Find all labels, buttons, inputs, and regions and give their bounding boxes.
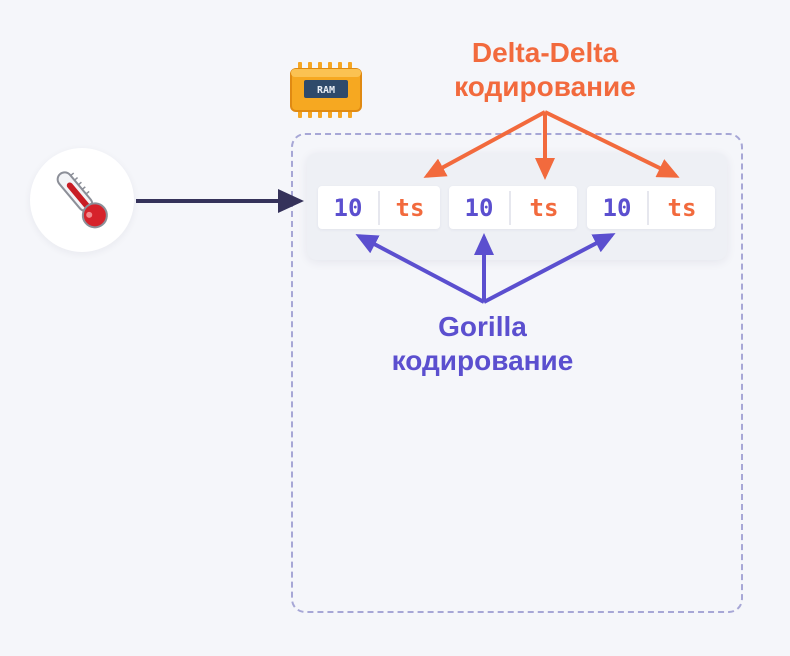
record-timestamp: ts [395,193,425,222]
gorilla-label-line2: кодирование [391,345,574,376]
ram-chip-label: RAM [317,85,335,96]
sensor-node [30,148,134,252]
delta-delta-label: Delta-Delta кодирование [420,36,670,104]
record-timestamp: ts [667,193,697,222]
input-arrow [136,189,304,213]
ram-chip-icon: RAM [288,60,364,120]
record-value: 10 [602,193,632,222]
record-value: 10 [333,193,363,222]
record-cell: 10 ts [318,186,440,229]
delta-label-line1: Delta-Delta [471,37,619,68]
gorilla-label: Gorilla кодирование [355,310,610,378]
thermometer-icon [56,171,108,229]
record-cell: 10 ts [449,186,577,229]
gorilla-label-line1: Gorilla [438,311,527,342]
record-timestamp: ts [529,193,559,222]
delta-label-line2: кодирование [454,71,636,102]
cell-divider [509,190,511,225]
record-cell: 10 ts [587,186,715,229]
record-value: 10 [464,193,494,222]
cell-divider [647,190,649,225]
cell-divider [378,190,380,225]
